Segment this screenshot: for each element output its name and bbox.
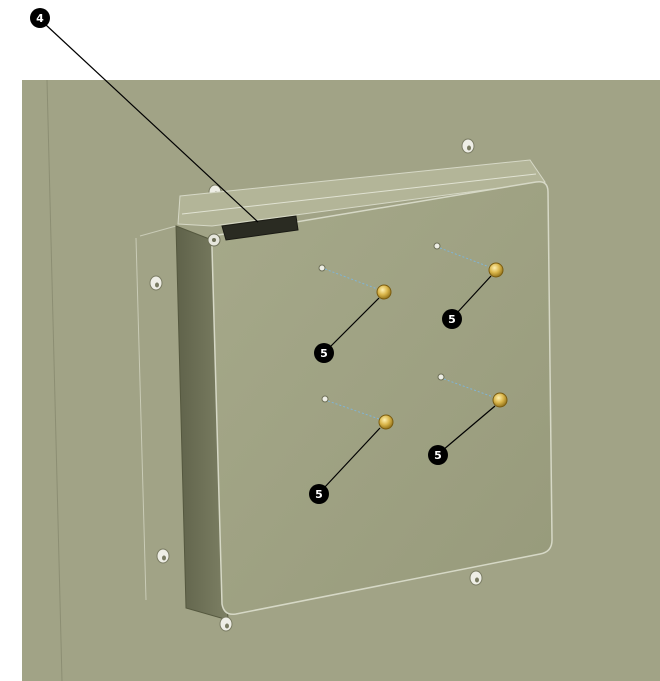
callout-badge-5: 5: [442, 309, 462, 329]
leader-line-5c: [323, 427, 381, 489]
callout-badge-5: 5: [314, 343, 334, 363]
callout-label: 5: [320, 347, 328, 360]
stud-bottom-center: [469, 570, 483, 586]
callout-badge-4: 4: [30, 8, 50, 28]
screw-top-right: [433, 242, 504, 278]
wall-stud-top-right: [461, 138, 475, 154]
wall-stud-bottom-left: [156, 548, 170, 564]
panel-lip-highlight: [181, 173, 537, 215]
callout-label: 5: [315, 488, 323, 501]
top-slot: [221, 215, 299, 241]
screw-bottom-left: [321, 395, 394, 430]
panel-front-face: [211, 180, 553, 616]
wall-edge-line: [46, 79, 63, 681]
callout-badge-5: 5: [309, 484, 329, 504]
leader-line-5a: [328, 297, 380, 349]
wall-stud-left: [149, 275, 163, 291]
corner-bolt-top-left: [207, 233, 221, 247]
screw-bottom-right: [437, 373, 508, 408]
wall-bracket-edge-2: [139, 225, 177, 237]
leader-line-5d: [442, 405, 496, 451]
leader-line-5b: [455, 275, 492, 315]
screw-top-left: [318, 264, 392, 300]
callout-label: 5: [434, 449, 442, 462]
stud-bottom-left: [219, 616, 233, 632]
callout-label: 5: [448, 313, 456, 326]
panel-top-lip: [177, 159, 546, 227]
leader-line-4: [45, 24, 259, 223]
callout-label: 4: [36, 12, 44, 25]
wall-bracket-edge: [135, 237, 147, 601]
callout-badge-5: 5: [428, 445, 448, 465]
